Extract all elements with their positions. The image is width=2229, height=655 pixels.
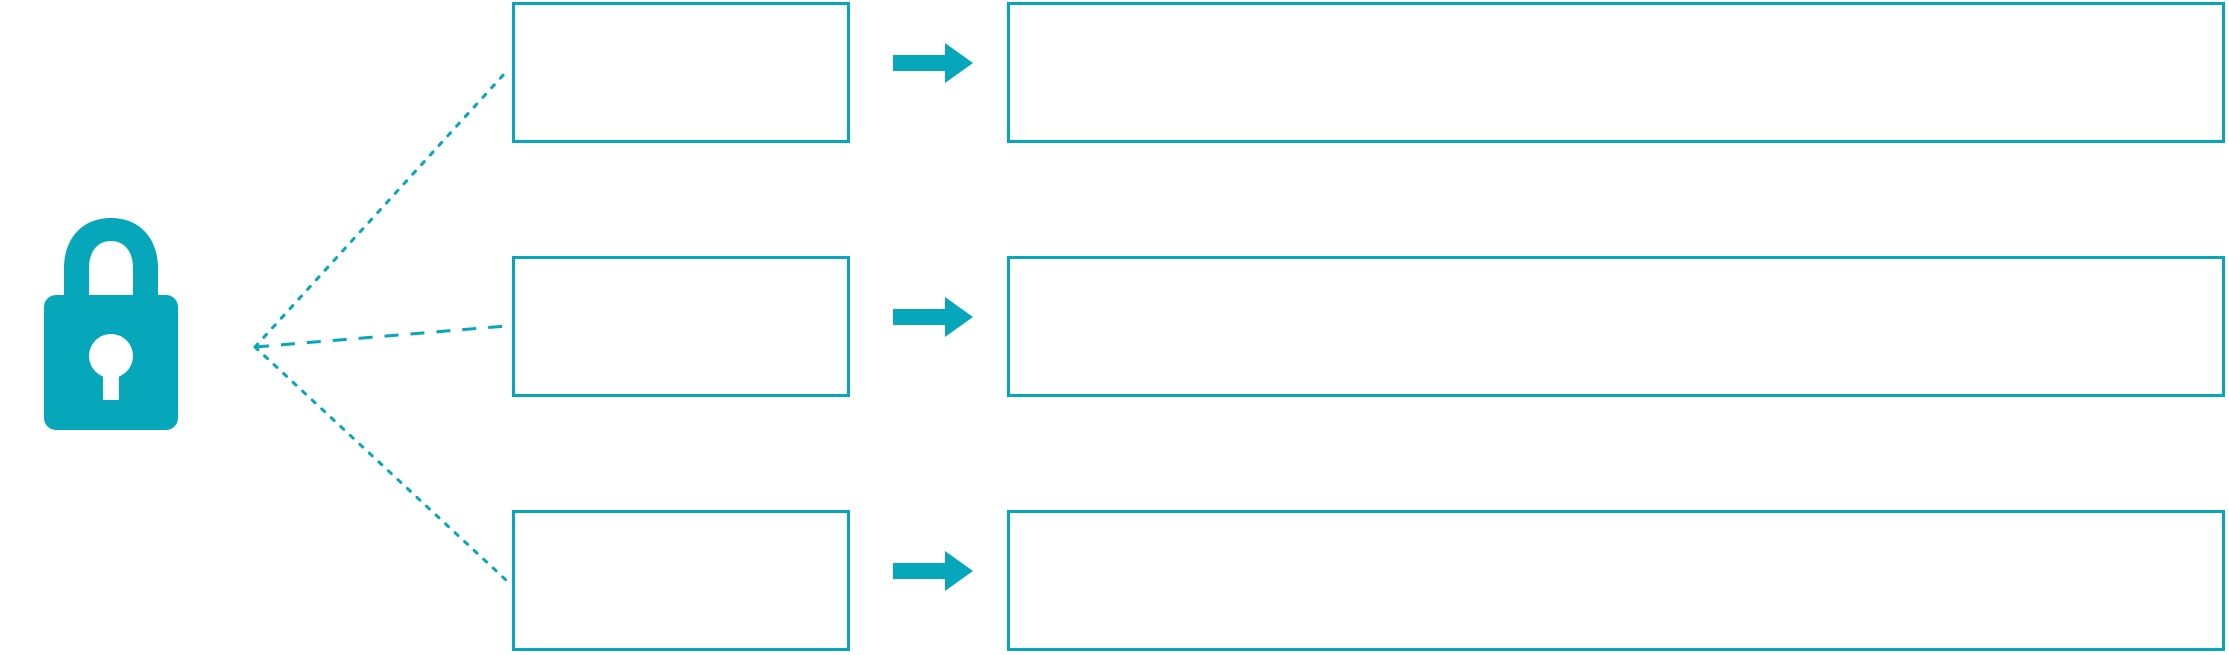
right-arrow-icon-row-2 — [893, 297, 973, 337]
small-box-row-2-label — [515, 259, 847, 394]
right-arrow-icon-glyph — [893, 43, 973, 83]
large-box-row-1[interactable] — [1007, 2, 2225, 143]
connector-line-row-1 — [253, 70, 508, 349]
small-box-row-3[interactable] — [512, 510, 850, 651]
small-box-row-1-label — [515, 5, 847, 140]
right-arrow-icon-glyph — [893, 297, 973, 337]
small-box-row-2[interactable] — [512, 256, 850, 397]
large-box-row-2[interactable] — [1007, 256, 2225, 397]
connector-line-row-3 — [253, 345, 508, 582]
right-arrow-icon-row-3 — [893, 551, 973, 591]
right-arrow-icon-row-1 — [893, 43, 973, 83]
lock-icon — [44, 218, 178, 430]
connector-lines — [253, 70, 508, 582]
large-box-row-3-label — [1010, 513, 2222, 648]
lock-icon-glyph — [44, 218, 178, 430]
large-box-row-3[interactable] — [1007, 510, 2225, 651]
large-box-row-2-label — [1010, 259, 2222, 394]
small-box-row-3-label — [515, 513, 847, 648]
right-arrow-icon-glyph — [893, 551, 973, 591]
small-box-row-1[interactable] — [512, 2, 850, 143]
large-box-row-1-label — [1010, 5, 2222, 140]
connector-line-row-2 — [254, 324, 507, 349]
